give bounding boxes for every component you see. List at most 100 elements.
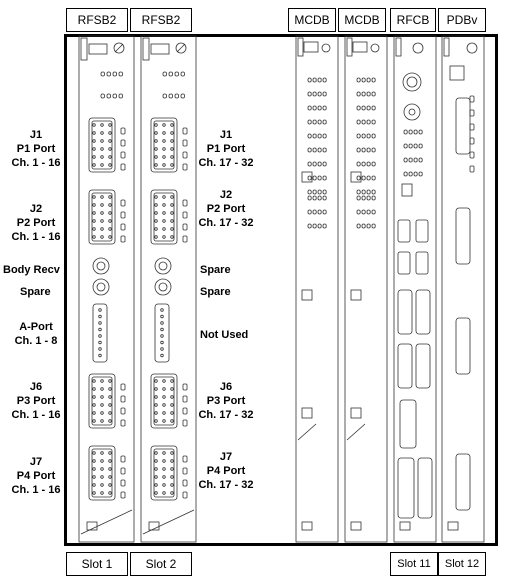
slot1-led (118, 93, 123, 99)
mcdb2-led (371, 119, 376, 125)
slot1-jumper (120, 199, 126, 207)
mcdb1-led-b (312, 195, 317, 201)
rfcb-dsub-left (397, 343, 413, 389)
slot2-jumper (182, 151, 188, 159)
slot2-j1-pin (154, 147, 158, 151)
slot1-j2-inner (91, 192, 113, 242)
slot1-coax-1-core (96, 261, 106, 271)
slot2-j6 (150, 373, 178, 429)
slot2-coax-1-core (158, 261, 168, 271)
pdbv-led (469, 109, 475, 117)
slot2-a-port (154, 303, 170, 363)
slot2-j1-pin (154, 123, 158, 127)
slot2-j6-pin (154, 411, 158, 415)
slot1-led (112, 71, 117, 77)
slot1-j1-inner (91, 120, 113, 170)
top-label-rfcb: RFCB (390, 8, 436, 32)
mcdb2-led (366, 133, 371, 139)
slot1-jumper (120, 407, 126, 415)
mcdb1-led (317, 133, 322, 139)
slot1-j7-pin (108, 451, 112, 455)
slot1-j2-pin (100, 203, 104, 207)
rfcb-nut-core (408, 108, 416, 116)
slot1-j7-pin (108, 475, 112, 479)
mcdb1-led-b (322, 223, 327, 229)
mcdb1-led (307, 133, 312, 139)
slot1-led (118, 71, 123, 77)
mcdb1-clip-3 (301, 407, 313, 419)
mcdb1-screw (321, 43, 331, 53)
slot1-j7-pin (100, 459, 104, 463)
mcdb2-led-b (361, 223, 366, 229)
slot1-j7-pin (100, 451, 104, 455)
mcdb2-led-b (371, 223, 376, 229)
left-label-spare: Spare (20, 286, 51, 298)
slot1-j6-pin (100, 395, 104, 399)
slot1-screw-slot (114, 43, 124, 53)
slot2-j7-pin (162, 475, 166, 479)
slot1-j6-pin (92, 395, 96, 399)
mcdb2-led-b (371, 195, 376, 201)
slot2-j2-pin (162, 235, 166, 239)
mcdb2-led (361, 133, 366, 139)
mcdb1-led (312, 91, 317, 97)
slot1-j2-pin (92, 219, 96, 223)
slot1-a-port-pin (98, 340, 102, 345)
slot2-j2-pin (154, 227, 158, 231)
slot2-j7-pin (170, 491, 174, 495)
mcdb1-led (317, 147, 322, 153)
mcdb2-led (356, 133, 361, 139)
slot2-j2-pin (170, 195, 174, 199)
mcdb2-led (356, 119, 361, 125)
mcdb1-card (295, 35, 339, 543)
rfcb-dsub-left (397, 289, 413, 335)
slot1-j7 (88, 445, 116, 501)
slot1-a-port (92, 303, 108, 363)
slot2-a-port-pin (160, 314, 164, 319)
slot1-j1-pin (108, 155, 112, 159)
mcdb1-led-b (307, 223, 312, 229)
mcdb2-led-b (356, 195, 361, 201)
slot2-j6-pin (162, 387, 166, 391)
slot2-latch (150, 43, 170, 55)
mcdb2-led (361, 105, 366, 111)
slot1-a-port-pin (98, 347, 102, 351)
slot2-j7-pin (154, 483, 158, 487)
slot1-j1-pin (100, 163, 104, 167)
rfcb-led (403, 143, 408, 149)
mcdb2-led (356, 91, 361, 97)
mcdb2-led (366, 119, 371, 125)
slot2-bottom-latch (148, 521, 160, 531)
mcdb2-led (361, 189, 366, 195)
mcdb1-led (312, 119, 317, 125)
slot2-j2-pin (154, 203, 158, 207)
rfcb-led (408, 157, 413, 163)
slot1-a-port-pin (98, 321, 102, 325)
slot1-j1-pin (100, 123, 104, 127)
slot1-led (100, 71, 105, 77)
mcdb2-clip-3 (350, 407, 362, 419)
rfcb-led (418, 157, 423, 163)
slot1-card (78, 35, 135, 543)
slot2-j1-pin (154, 139, 158, 143)
mcdb2-led (361, 77, 366, 83)
right-label-spare-2: Spare (200, 286, 231, 298)
bottom-label-slot2: Slot 2 (130, 552, 192, 576)
slot2-j1-pin (162, 139, 166, 143)
mcdb1-led (307, 105, 312, 111)
slot2-jumper (182, 455, 188, 463)
slot2-led (168, 71, 173, 77)
slot2-j6-pin (154, 403, 158, 407)
slot2-j2 (150, 189, 178, 245)
slot2-led (168, 93, 173, 99)
slot2-j6-pin (154, 395, 158, 399)
slot1-j2-pin (92, 235, 96, 239)
slot1-j1-pin (108, 123, 112, 127)
slot1-j2-pin (100, 219, 104, 223)
slot2-j2-inner (153, 192, 175, 242)
mcdb1-led (307, 161, 312, 167)
top-label-mcdb-2: MCDB (338, 8, 386, 32)
mcdb1-led (312, 189, 317, 195)
